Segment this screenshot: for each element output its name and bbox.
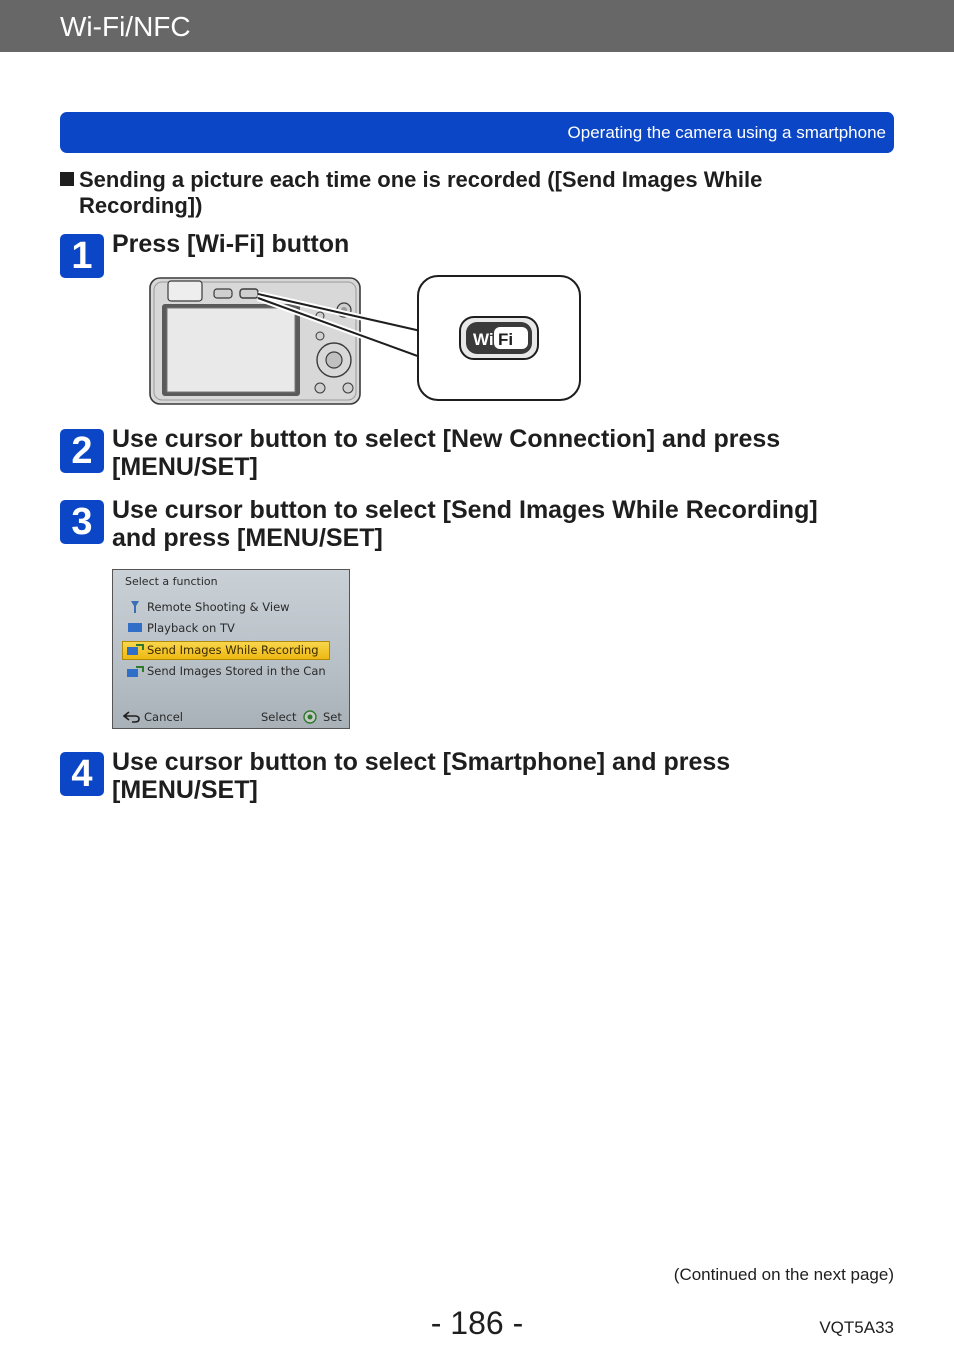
section-band: Operating the camera using a smartphone <box>60 112 894 153</box>
page-number: - 186 - <box>430 1305 524 1341</box>
section-title: Operating the camera using a smartphone <box>567 123 886 142</box>
step-3-text: Use cursor button to select [Send Images… <box>112 496 902 552</box>
back-arrow-icon <box>123 711 140 723</box>
square-bullet-icon <box>60 172 74 186</box>
footer-cancel: Cancel <box>144 710 183 724</box>
svg-text:Wi: Wi <box>473 330 494 349</box>
menu-item-send-while-recording: Send Images While Recording <box>147 643 319 657</box>
step-number-4: 4 <box>60 752 104 796</box>
menu-item-remote-shooting: Remote Shooting & View <box>147 600 290 614</box>
send-recording-icon <box>127 644 144 655</box>
viewfinder-icon <box>167 280 203 302</box>
send-stored-icon <box>127 666 144 677</box>
lcd-screen <box>166 307 296 393</box>
camera-illustration: Wi Fi <box>149 275 581 405</box>
chapter-title: Wi-Fi/NFC <box>60 11 191 42</box>
subheading-line2: Recording]) <box>79 193 203 218</box>
step-3-line1: Use cursor button to select [Send Images… <box>112 496 818 524</box>
step-number-1: 1 <box>60 234 104 278</box>
menu-title: Select a function <box>125 575 218 588</box>
remote-shooting-icon <box>131 601 139 613</box>
menu-set-dial-icon <box>303 710 317 724</box>
footer-set: Set <box>323 710 342 724</box>
menu-item-playback-tv: Playback on TV <box>147 621 235 635</box>
menu-screen: Select a function Remote Shooting & View… <box>112 569 350 729</box>
footer-select: Select <box>261 710 297 724</box>
wifi-button-small-icon <box>239 288 259 299</box>
step-2-line1: Use cursor button to select [New Connect… <box>112 425 781 453</box>
step-2-text: Use cursor button to select [New Connect… <box>112 425 902 481</box>
svg-text:Fi: Fi <box>498 330 513 349</box>
continued-note: (Continued on the next page) <box>673 1265 894 1284</box>
step-4-line2: [MENU/SET] <box>112 776 258 804</box>
step-4-line1: Use cursor button to select [Smartphone]… <box>112 748 731 776</box>
step-1-text: Press [Wi-Fi] button <box>112 230 350 258</box>
header-bar: Wi-Fi/NFC <box>0 0 954 52</box>
menu-item-send-stored: Send Images Stored in the Can <box>147 664 326 678</box>
step-number-3: 3 <box>60 500 104 544</box>
step-number-2: 2 <box>60 429 104 473</box>
menu-item-highlight <box>122 641 330 660</box>
tv-icon <box>128 623 142 632</box>
subheading: Sending a picture each time one is recor… <box>60 167 880 219</box>
step-4-text: Use cursor button to select [Smartphone]… <box>112 748 902 804</box>
step-2-line2: [MENU/SET] <box>112 453 258 481</box>
step-3-line2: and press [MENU/SET] <box>112 524 383 552</box>
subheading-line1: Sending a picture each time one is recor… <box>79 167 763 192</box>
document-code: VQT5A33 <box>819 1318 894 1337</box>
